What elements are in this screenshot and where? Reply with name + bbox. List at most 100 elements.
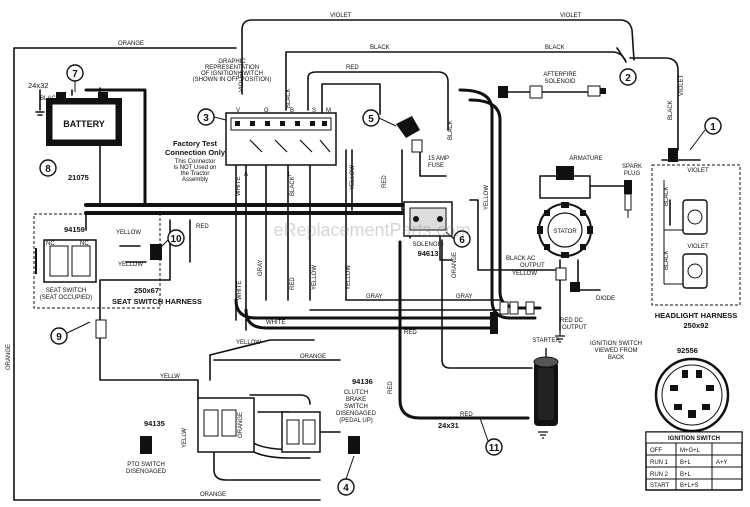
wire-label: RED [460, 412, 473, 418]
terminal-label: S [312, 108, 316, 114]
diode-label: DIODE [596, 296, 615, 302]
wire-label: YELLW [160, 374, 180, 380]
pto-switch-part: 94135 [144, 419, 165, 428]
wire-label: BLACK [448, 120, 454, 140]
battery-label: BATTERY [63, 119, 105, 129]
armature-label: ARMATURE [569, 156, 602, 162]
seat-switch-nc: NC [46, 241, 55, 247]
spark-plug-label: PLUG [624, 171, 641, 177]
ignition-switch-label: IGNITION SWITCH [590, 341, 642, 347]
wire-label: RED [404, 330, 417, 336]
headlight-wire-label: BLACK [664, 186, 670, 206]
watermark: eReplacementParts.com [273, 220, 470, 240]
battery-size: 24x32 [28, 81, 48, 90]
seat-switch-part: 94159 [64, 225, 85, 234]
callout-label: 4 [343, 483, 349, 494]
wire-label: BLACK [290, 176, 296, 196]
terminal-label: L [288, 172, 292, 178]
terminal-label: G [264, 108, 269, 114]
seat-switch-label: (SEAT OCCUPIED) [40, 295, 92, 301]
wire-label: WHITE [266, 320, 285, 326]
callout-label: 11 [489, 443, 500, 454]
clutch-brake-switch-block [140, 397, 360, 454]
callout-label: 10 [170, 234, 182, 245]
headlight-harness-label: HEADLIGHT HARNESS [655, 311, 738, 320]
wire-label: YELLOW [116, 230, 141, 236]
ignition-switch-label: VIEWED FROM [595, 348, 638, 354]
callout-label: 2 [625, 73, 631, 84]
starter-cable-size: 24x31 [438, 421, 459, 430]
ignition-switch-label: BACK [608, 355, 624, 361]
callout-2 [619, 68, 637, 86]
wire-label: VIOLET [330, 13, 352, 19]
fuse-label: FUSE [428, 163, 444, 169]
terminal-label: B [290, 108, 294, 114]
callout-label: 6 [459, 235, 465, 246]
callout-label: 8 [45, 164, 51, 175]
factory-test-note: is NOT Used on [174, 165, 217, 171]
seat-switch [33, 213, 162, 339]
ignition-table-cell: OFF [650, 448, 662, 454]
starter [533, 348, 559, 426]
armature [537, 166, 625, 258]
wire-label: ORANGE [300, 354, 326, 360]
wire-label: BLACK [668, 100, 674, 120]
wire-label: VIOLET [239, 70, 245, 92]
spark-plug-label: SPARK [622, 164, 642, 170]
callout-label: 1 [710, 122, 716, 133]
factory-test-note: This Connector [175, 159, 216, 165]
callout-1 [704, 117, 722, 135]
ignition-table-cell: B+L+S [680, 483, 698, 489]
wire-label: YELLOW [236, 340, 261, 346]
ignition-switch-part: 92556 [677, 346, 698, 355]
harness-connector [490, 267, 580, 334]
wire-label: RED [196, 224, 209, 230]
headlight-harness [651, 148, 741, 306]
wire-label: YELLOW [484, 185, 490, 210]
clutch-switch-label: SWITCH [344, 404, 368, 410]
callout-11 [485, 438, 503, 456]
wire-label: YELLOW [346, 265, 352, 290]
ignition-table-cell: RUN 2 [650, 472, 669, 478]
battery-part: 21075 [68, 173, 89, 182]
spark-plug [624, 180, 632, 218]
ignition-table-cell: B+L [680, 460, 692, 466]
wire-label: RED [346, 65, 359, 71]
seat-switch-nc: NC [80, 241, 89, 247]
terminal-label: M [326, 108, 331, 114]
wire-label: YELLOW [118, 262, 143, 268]
ignition-switch-graphic [225, 112, 337, 166]
callout-label: 9 [56, 332, 62, 343]
wire-label: GRAY [258, 259, 264, 276]
clutch-switch-label: DISENGAGED [336, 411, 377, 417]
headlight-wire-label: VIOLET [687, 244, 709, 250]
clutch-switch-label: CLUTCH [344, 390, 368, 396]
wire-label: YELLOW [350, 165, 356, 190]
ignition-graphic-title: REPRESENTATION [205, 65, 259, 71]
solenoid-part: 94613 [418, 249, 439, 258]
factory-test-label: Connection Only [165, 148, 226, 157]
wire-label: BLACK [286, 88, 292, 108]
wire-label: WHITE [236, 177, 242, 196]
violet-right-wire [629, 57, 679, 151]
ignition-graphic-title: GRAPHIC [218, 59, 246, 65]
headlight-wire-label: VIOLET [687, 168, 709, 174]
callout-label: 3 [203, 113, 209, 124]
clutch-switch-part: 94136 [352, 377, 373, 386]
wire-label: WHITE [237, 281, 243, 300]
callout-10 [167, 229, 185, 247]
afterfire-connector [498, 85, 606, 99]
orange-outer-wire [13, 47, 321, 501]
ignition-table-cell: RUN 1 [650, 460, 669, 466]
factory-test-note: Assembly [182, 177, 208, 183]
dc-output-label: RED DC [560, 318, 584, 324]
wire-label: GRAY [366, 294, 383, 300]
ignition-table-title: IGNITION SWITCH [668, 436, 720, 442]
fuse-label: 15 AMP [428, 156, 449, 162]
pto-switch-label: PTO SWITCH [127, 462, 165, 468]
wire-label: YELLOW [312, 265, 318, 290]
callout-9 [50, 327, 68, 345]
wire-label: ORANGE [200, 492, 226, 498]
ignition-table-cell: A+Y [716, 460, 728, 466]
